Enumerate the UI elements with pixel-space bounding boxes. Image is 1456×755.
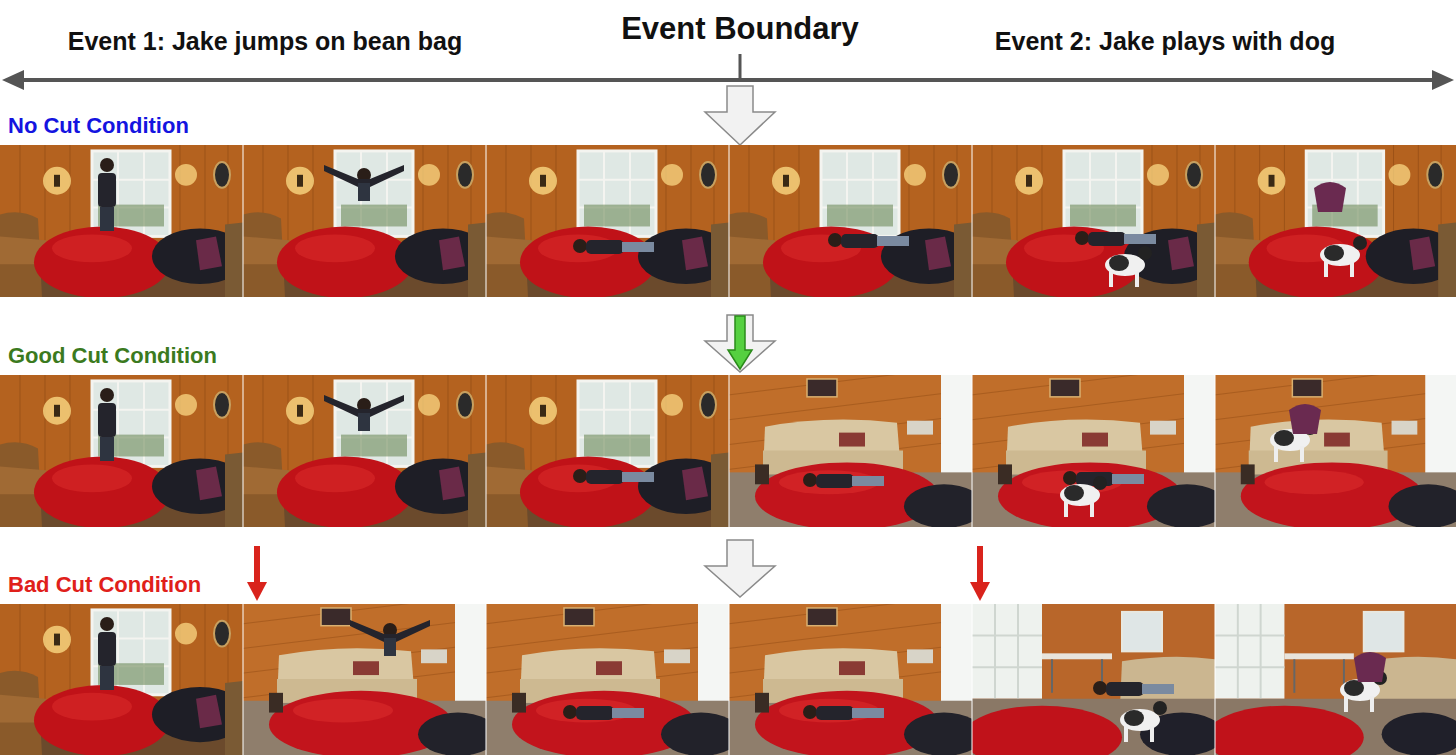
bad-cut-frames — [0, 594, 1456, 755]
event-heading: Event 2: Jake plays with dog — [995, 28, 1335, 56]
condition-label: Bad Cut Condition — [8, 573, 201, 597]
condition-label: No Cut Condition — [8, 114, 189, 138]
boundary-heading: Event Boundary — [621, 12, 859, 46]
timeline-arrow — [2, 54, 1454, 90]
no-cut-frames — [0, 145, 1456, 298]
condition-label: Good Cut Condition — [8, 344, 217, 368]
event-heading: Event 1: Jake jumps on bean bag — [68, 28, 463, 56]
boundary-arrow — [705, 86, 775, 145]
good-cut-arrow — [705, 315, 775, 372]
boundary-arrow — [705, 540, 775, 597]
good-cut-frames — [0, 365, 1456, 530]
bad-cut-marker — [247, 546, 990, 601]
